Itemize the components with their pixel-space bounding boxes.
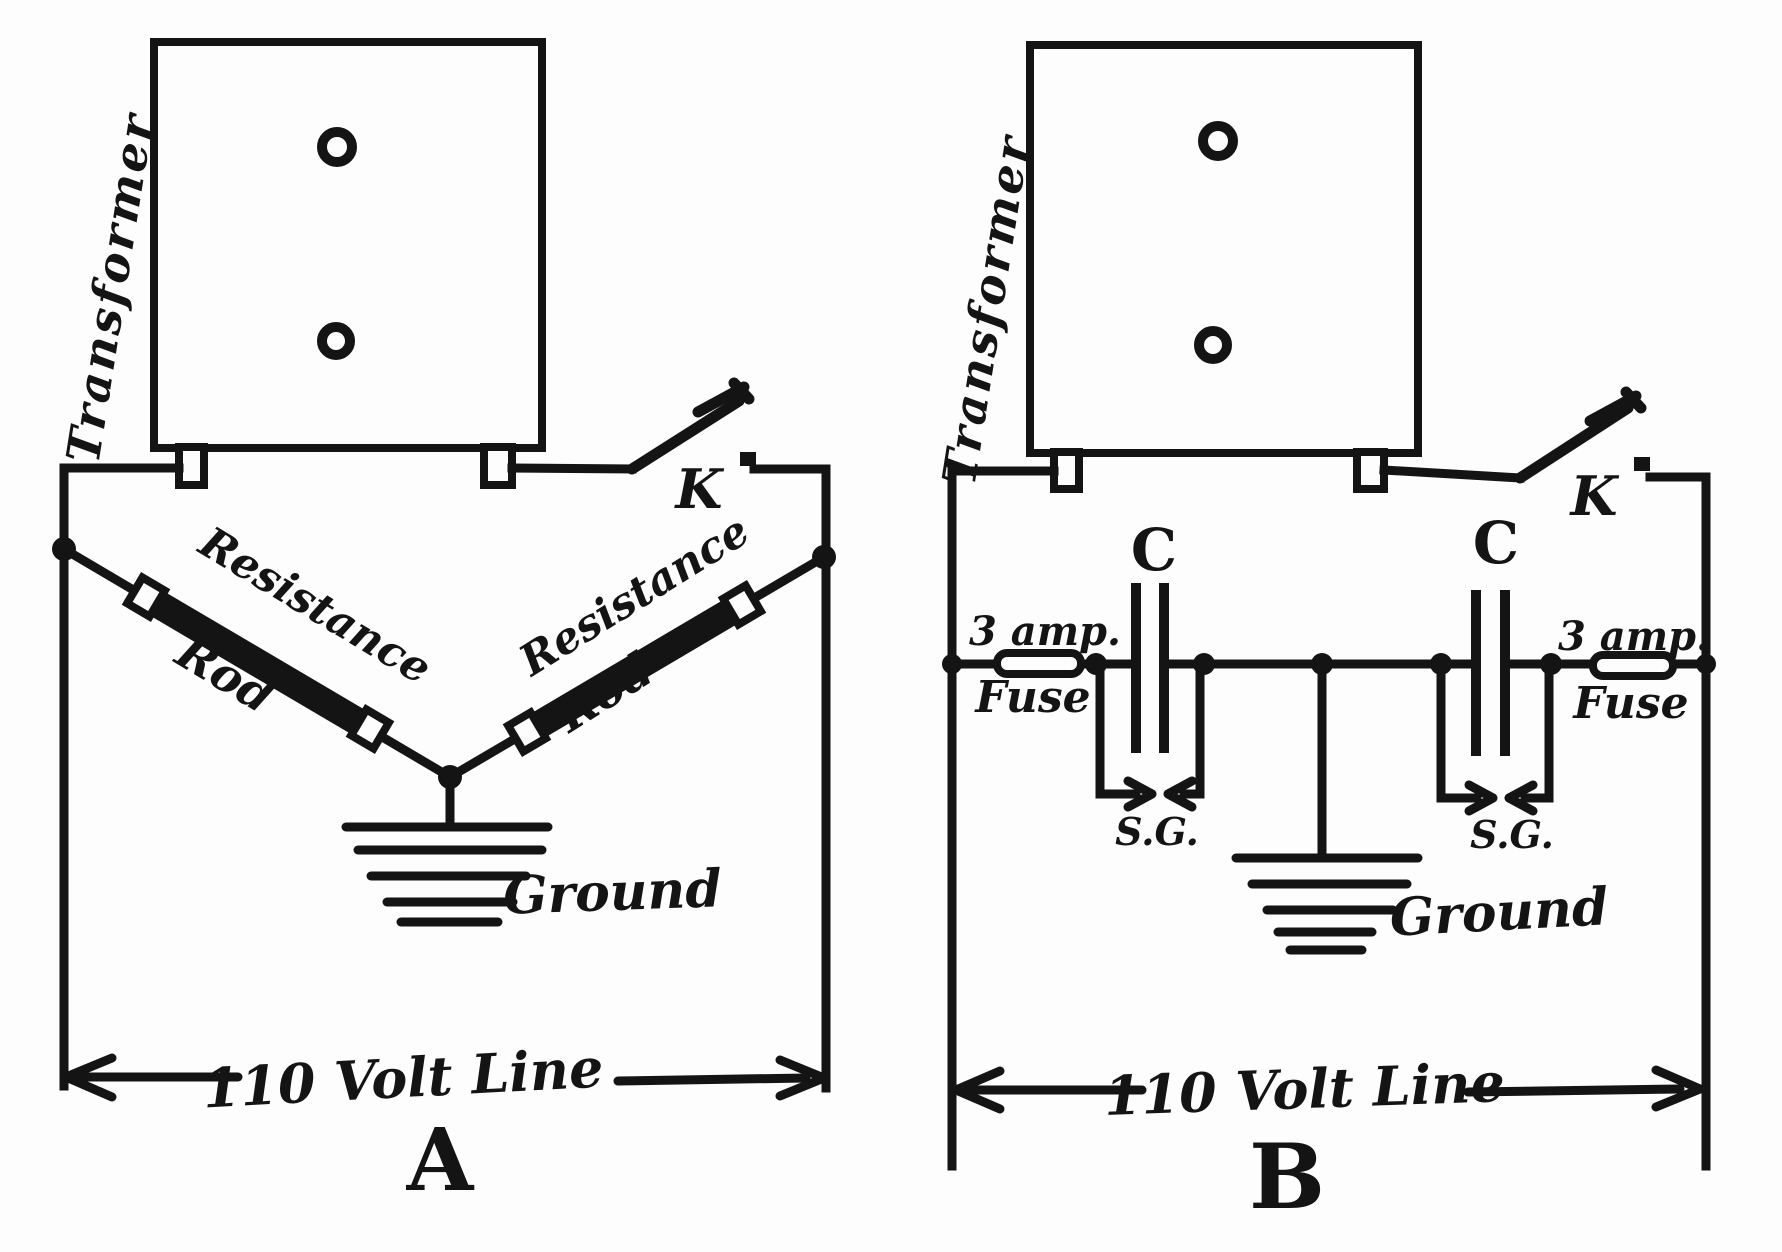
capacitor-left: C S.G. [1095, 516, 1205, 854]
fuse-capsule [993, 649, 1085, 678]
capacitor-label: C [1473, 509, 1519, 577]
fuse-left: 3 amp. Fuse [969, 608, 1121, 723]
ground-symbol [341, 772, 553, 927]
arrowhead-right-icon [1651, 1065, 1705, 1112]
ground-label: Ground [1388, 876, 1609, 948]
knife-switch-blade [626, 395, 745, 475]
fuse-right: 3 amp. Fuse [1558, 613, 1710, 729]
spark-gap-loop [1436, 661, 1482, 803]
junction-dot [942, 654, 962, 674]
knife-switch-handle-tip [1620, 386, 1647, 414]
fuse-label: Fuse [973, 672, 1090, 723]
volt-line-label: 110 Volt Line [1103, 1050, 1506, 1128]
transformer-label: Transformer [932, 130, 1041, 489]
switch-contact [740, 452, 756, 466]
resistance-rod-right: Resistance Rod [443, 506, 831, 784]
transformer-box [150, 38, 546, 452]
line-wire-right [1645, 472, 1711, 1171]
fuse-rating-label: 3 amp. [969, 608, 1121, 655]
volt-line-label: 110 Volt Line [201, 1036, 605, 1121]
spark-gap-loop [1520, 661, 1554, 803]
spark-gap-loop [1179, 661, 1205, 799]
spark-gap-label: S.G. [1115, 809, 1199, 854]
ground-symbol [1231, 663, 1423, 955]
switch-contact [1634, 457, 1650, 471]
capacitor-plate [1500, 590, 1510, 756]
transformer-label: Transformer [56, 108, 165, 467]
line-wire-left [59, 463, 184, 1091]
diagram-a: Transformer K Resistance Rod [52, 38, 836, 1211]
capacitor-plate [1471, 590, 1481, 756]
spark-gap-arrow-icon [1464, 780, 1498, 816]
spark-gap-arrow-icon [1123, 776, 1157, 812]
knife-switch-blade [1514, 402, 1634, 484]
figure-label-b: B [1249, 1124, 1325, 1230]
figure-label-a: A [406, 1110, 475, 1211]
line-wire-right [749, 464, 831, 1093]
switch-lead-wire [507, 463, 637, 474]
arrowhead-right-icon [775, 1055, 829, 1101]
terminal-hole-icon [1194, 326, 1232, 364]
capacitor-plate [1131, 583, 1141, 753]
junction-dot [1696, 654, 1716, 674]
fuse-rating-label: 3 amp. [1558, 613, 1710, 660]
rod-end-cap [121, 571, 171, 623]
spark-gap-arrow-icon [1163, 776, 1197, 812]
rod-end-cap [502, 707, 552, 757]
terminal-hole-icon [1198, 121, 1238, 161]
capacitor-plate [1159, 583, 1169, 753]
dimension-line: 110 Volt Line [951, 1050, 1705, 1128]
switch-label: K [674, 457, 725, 521]
diagram-b: Transformer K 3 amp. Fuse 3 amp. Fuse [932, 41, 1716, 1230]
fuse-label: Fuse [1571, 678, 1688, 729]
rod-end-cap [717, 580, 767, 630]
dimension-line: 110 Volt Line [61, 1036, 829, 1121]
terminal-hole-icon [317, 322, 355, 360]
switch-lead-wire [1379, 465, 1525, 483]
transformer-box [1026, 41, 1422, 457]
switch-label: K [1569, 464, 1620, 528]
capacitor-right: C S.G. [1436, 509, 1554, 857]
ground-label: Ground [502, 858, 722, 927]
terminal-hole-icon [317, 127, 357, 167]
fuse-capsule [1589, 651, 1677, 680]
knife-switch-handle-tip [728, 377, 755, 405]
spark-gap-label: S.G. [1470, 812, 1554, 857]
resistance-rod-left: Resistance Rod [57, 516, 457, 784]
capacitor-label: C [1131, 516, 1177, 584]
spark-gap-loop [1095, 661, 1141, 799]
spark-gap-arrow-icon [1504, 780, 1538, 816]
line-wire-left [947, 466, 1059, 1171]
rod-end-cap [345, 703, 395, 755]
